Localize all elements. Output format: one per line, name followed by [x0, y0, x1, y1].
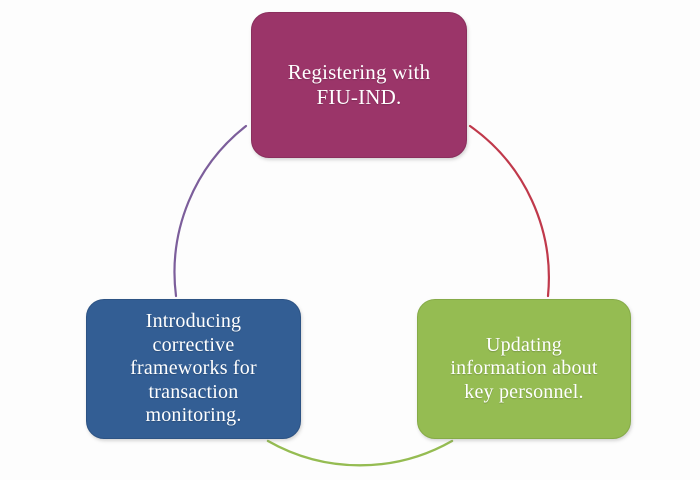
node-label-corrective: Introducing corrective frameworks for tr…: [130, 310, 257, 427]
node-introducing-corrective-frameworks[interactable]: Introducing corrective frameworks for tr…: [86, 299, 301, 439]
arc-register-to-corrective: [173, 124, 248, 298]
node-label-updating: Updating information about key personnel…: [450, 333, 598, 403]
arc-register-to-updating: [468, 124, 550, 298]
arc-corrective-to-updating: [266, 439, 454, 467]
node-label-register: Registering with FIU-IND.: [287, 60, 431, 109]
node-updating-key-personnel[interactable]: Updating information about key personnel…: [417, 299, 631, 439]
node-registering-with-fiu-ind[interactable]: Registering with FIU-IND.: [251, 12, 467, 158]
